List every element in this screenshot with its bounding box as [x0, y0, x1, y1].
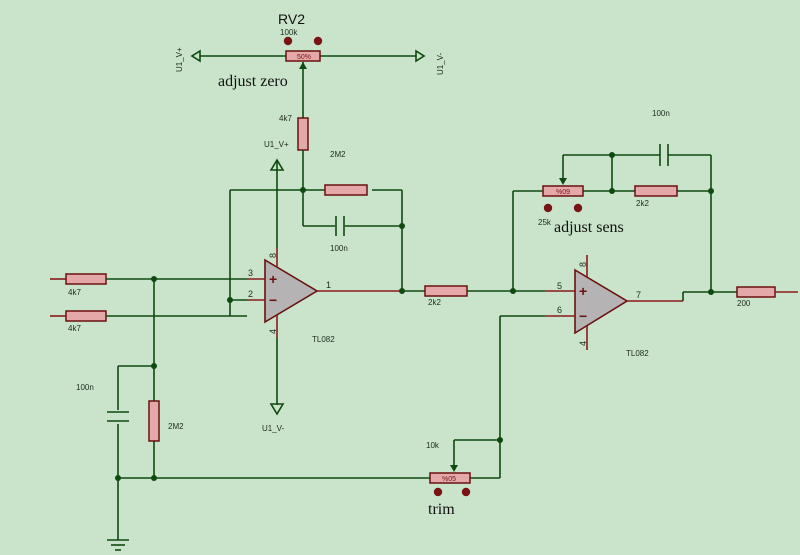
rv2-pot[interactable]: 50%	[200, 50, 416, 118]
opamp2-model: TL082	[626, 349, 649, 358]
opamp2-pin-5: 5	[557, 281, 562, 291]
opamp1-pin-4: 4	[268, 329, 278, 334]
resistor-fb2-value: 2k2	[636, 199, 649, 208]
capacitor-fb2[interactable]	[659, 144, 669, 166]
junction-dots	[115, 152, 714, 481]
resistor-out-value: 200	[737, 299, 751, 308]
opamp-2[interactable]	[545, 255, 683, 350]
pot-sens-wiper-text: %09	[556, 189, 570, 196]
resistor-fb1[interactable]	[324, 184, 368, 196]
rv2-pad-right	[313, 36, 323, 46]
pot-sens-pad-left	[543, 203, 553, 213]
resistor-in1[interactable]	[65, 273, 107, 285]
resistor-fb2[interactable]	[634, 185, 678, 197]
vminus-arrow-icon	[269, 403, 285, 416]
capacitor-bias-value: 100n	[76, 383, 94, 392]
opamp1-model: TL082	[312, 335, 335, 344]
opamp1-pin-2: 2	[248, 289, 253, 299]
rv2-wiper-text: 50%	[297, 54, 311, 61]
resistor-out[interactable]	[736, 286, 776, 298]
pot-trim[interactable]: %05	[429, 465, 471, 484]
resistor-in1-value: 4k7	[68, 288, 81, 297]
pot-trim-pad-left	[433, 487, 443, 497]
pot-sens-pad-right	[573, 203, 583, 213]
trim-wires	[453, 315, 545, 479]
opamp1-pin-3: 3	[248, 268, 253, 278]
opamp1-pin-1: 1	[326, 280, 331, 290]
opamp1-plus-sign: +	[269, 271, 277, 287]
opamp1-minus-sign: −	[269, 292, 277, 308]
rail-arrow-right-icon	[415, 49, 426, 63]
vplus-arrow-icon	[269, 158, 285, 171]
resistor-coupling-value: 2k2	[428, 298, 441, 307]
rail-label-right: U1_V-	[436, 52, 445, 75]
opamp2-pin-8: 8	[578, 262, 588, 267]
opamp2-plus-sign: +	[579, 283, 587, 299]
capacitor-fb1-value: 100n	[330, 244, 348, 253]
rv2-designator: RV2	[278, 11, 305, 27]
resistor-bias-value: 2M2	[168, 422, 184, 431]
opamp2-pin-6: 6	[557, 305, 562, 315]
pot-sens[interactable]: %09	[542, 178, 584, 197]
resistor-in2-value: 4k7	[68, 324, 81, 333]
opamp-1[interactable]	[247, 248, 402, 338]
feedback-network-1	[229, 189, 403, 316]
resistor-zero-feed[interactable]	[297, 117, 309, 190]
capacitor-bias[interactable]	[107, 411, 129, 422]
opamp2-minus-sign: −	[579, 308, 587, 324]
resistor-zero-feed-value: 4k7	[279, 114, 292, 123]
resistor-fb1-value: 2M2	[330, 150, 346, 159]
pot-sens-value: 25k	[538, 218, 552, 227]
adjust-sens-label: adjust sens	[554, 219, 624, 236]
rail-label-left: U1_V+	[175, 47, 184, 72]
resistor-coupling[interactable]	[424, 285, 468, 297]
resistor-in2[interactable]	[65, 310, 107, 322]
rail-arrow-left-icon	[190, 49, 201, 63]
pot-trim-pad-right	[461, 487, 471, 497]
capacitor-fb1[interactable]	[335, 216, 345, 236]
pot-trim-value: 10k	[426, 441, 440, 450]
pot-trim-wiper-text: %05	[442, 476, 456, 483]
adjust-zero-label: adjust zero	[218, 73, 288, 90]
ground-icon	[107, 528, 129, 551]
rv2-value: 100k	[280, 28, 298, 37]
opamp2-pin-4: 4	[578, 341, 588, 346]
opamp1-pin-8: 8	[268, 253, 278, 258]
capacitor-fb2-value: 100n	[652, 109, 670, 118]
resistor-bias[interactable]	[148, 400, 160, 442]
vminus-label: U1_V-	[262, 424, 285, 433]
input-wires	[50, 278, 430, 528]
trim-label: trim	[428, 501, 455, 518]
vplus-label: U1_V+	[264, 140, 289, 149]
opamp2-pin-7: 7	[636, 290, 641, 300]
rv2-pad-left	[283, 36, 293, 46]
